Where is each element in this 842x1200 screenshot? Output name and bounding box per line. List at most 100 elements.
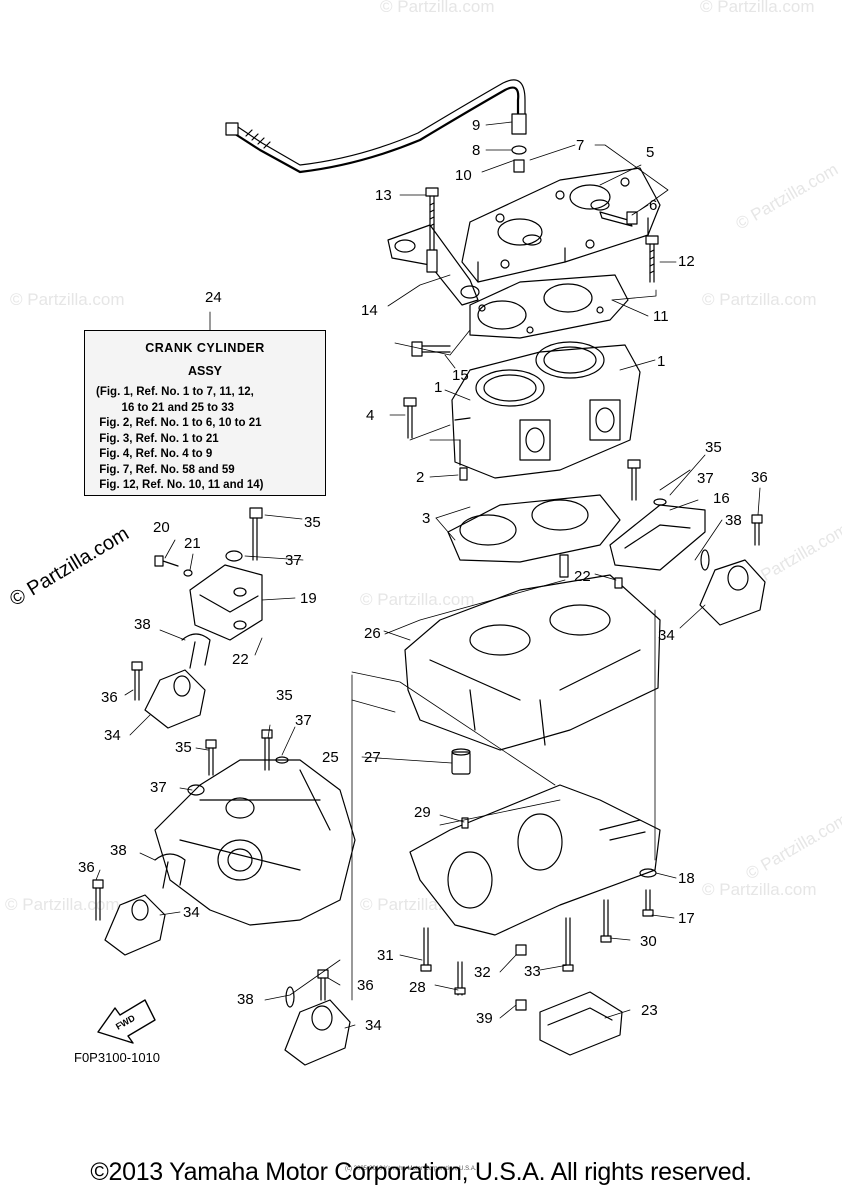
callout-number: 31 xyxy=(377,947,394,964)
dowel-pin xyxy=(459,467,468,481)
callout-number: 20 xyxy=(153,519,170,536)
callout-number: 21 xyxy=(184,535,201,552)
callout-number: 24 xyxy=(205,289,222,306)
small-copyright: (c) 2005-2016 Yamaha Motor Corporation, … xyxy=(345,1166,477,1172)
callout-number: 36 xyxy=(357,977,374,994)
bolt xyxy=(403,397,417,439)
callout-number: 29 xyxy=(414,804,431,821)
callout-number: 37 xyxy=(295,712,312,729)
figure-code: F0P3100-1010 xyxy=(74,1050,161,1065)
watermark: © Partzilla.com xyxy=(702,290,817,309)
cover-plate xyxy=(539,991,623,1056)
callout-number: 37 xyxy=(150,779,167,796)
upper-crankcase xyxy=(404,554,661,751)
fwd-arrow-icon xyxy=(97,999,156,1044)
callout-number: 33 xyxy=(524,963,541,980)
lower-crankcase xyxy=(409,784,661,936)
callout-number: 38 xyxy=(110,842,127,859)
bolt-group xyxy=(420,868,657,1011)
label-line: Fig. 2, Ref. No. 1 to 6, 10 to 21 xyxy=(96,417,262,429)
watermark: © Partzilla.com xyxy=(360,590,475,609)
engine-mount xyxy=(699,514,766,626)
watermark: © Partzilla.com xyxy=(380,0,495,16)
callout-number: 37 xyxy=(285,552,302,569)
engine-mount-bracket xyxy=(154,507,263,641)
cylinder-block xyxy=(451,341,641,479)
callout-number: 1 xyxy=(434,379,442,396)
callout-number: 19 xyxy=(300,590,317,607)
callout-number: 8 xyxy=(472,142,480,159)
watermark: © Partzilla.com xyxy=(10,290,125,309)
engine-mount xyxy=(284,969,351,1066)
callout-number: 10 xyxy=(455,167,472,184)
watermark: © Partzilla.com xyxy=(5,895,120,914)
callout-number: 30 xyxy=(640,933,657,950)
dowel-pin xyxy=(461,817,469,829)
callout-number: 34 xyxy=(183,904,200,921)
callout-number: 34 xyxy=(658,627,675,644)
engine-mount xyxy=(131,661,206,729)
callout-number: 2 xyxy=(416,469,424,486)
callout-number: 5 xyxy=(646,144,654,161)
cylinder-head xyxy=(461,167,661,283)
callout-number: 38 xyxy=(134,616,151,633)
callout-number: 38 xyxy=(237,991,254,1008)
callout-number: 11 xyxy=(653,308,669,325)
bolt xyxy=(425,187,439,251)
callout-number: 23 xyxy=(641,1002,658,1019)
callout-number: 36 xyxy=(101,689,118,706)
callout-number: 35 xyxy=(304,514,321,531)
mount-bracket-right xyxy=(609,459,706,571)
callout-number: 34 xyxy=(104,727,121,744)
damper-clip xyxy=(181,633,211,669)
callout-number: 37 xyxy=(697,470,714,487)
label-subtitle: ASSY xyxy=(187,364,223,378)
watermark: © Partzilla.com xyxy=(700,0,815,16)
callout-number: 34 xyxy=(365,1017,382,1034)
callout-number: 1 xyxy=(657,353,665,370)
label-title: CRANK CYLINDER xyxy=(145,341,265,355)
label-tag: CRANK CYLINDER ASSY (Fig. 1, Ref. No. 1 … xyxy=(84,330,326,496)
callout-numbers: 9 8 10 7 5 6 12 13 14 11 15 1 1 4 2 3 35… xyxy=(78,117,768,1034)
head-gasket xyxy=(469,274,629,339)
label-line: (Fig. 1, Ref. No. 1 to 7, 11, 12, xyxy=(96,386,254,398)
callout-number: 38 xyxy=(725,512,742,529)
callout-number: 35 xyxy=(276,687,293,704)
callout-number: 6 xyxy=(649,197,657,214)
temp-sensor xyxy=(599,211,638,227)
label-line: Fig. 3, Ref. No. 1 to 21 xyxy=(96,432,219,445)
label-line: Fig. 4, Ref. No. 4 to 9 xyxy=(96,448,213,460)
callout-number: 35 xyxy=(175,739,192,756)
watermark: © Partzilla.com xyxy=(743,810,842,884)
base-gasket xyxy=(447,494,621,563)
callout-number: 3 xyxy=(422,510,430,527)
watermark: © Partzilla.com xyxy=(733,160,842,234)
callout-number: 32 xyxy=(474,964,491,981)
callout-number: 9 xyxy=(472,117,480,134)
engine-mount xyxy=(92,879,166,956)
callout-number: 28 xyxy=(409,979,426,996)
bolt xyxy=(645,235,659,283)
callout-number: 39 xyxy=(476,1010,493,1027)
water-hose xyxy=(225,79,527,174)
callout-number: 18 xyxy=(678,870,695,887)
callout-number: 4 xyxy=(366,407,374,424)
callout-number: 7 xyxy=(576,137,584,154)
head-bracket xyxy=(387,224,480,306)
callout-number: 22 xyxy=(574,568,591,585)
callout-number: 22 xyxy=(232,651,249,668)
copyright-notice: ©2013 Yamaha Motor Corporation, U.S.A. A… xyxy=(90,1158,752,1186)
callout-number: 13 xyxy=(375,187,392,204)
callout-number: 25 xyxy=(322,749,339,766)
callout-number: 16 xyxy=(713,490,730,507)
callout-number: 17 xyxy=(678,910,695,927)
callout-number: 27 xyxy=(364,749,381,766)
callout-number: 36 xyxy=(78,859,95,876)
label-line: Fig. 12, Ref. No. 10, 11 and 14) xyxy=(96,479,264,491)
damper-clip xyxy=(154,853,186,889)
callout-number: 36 xyxy=(751,469,768,486)
bearing xyxy=(451,748,471,775)
callout-number: 26 xyxy=(364,625,381,642)
callout-number: 35 xyxy=(705,439,722,456)
